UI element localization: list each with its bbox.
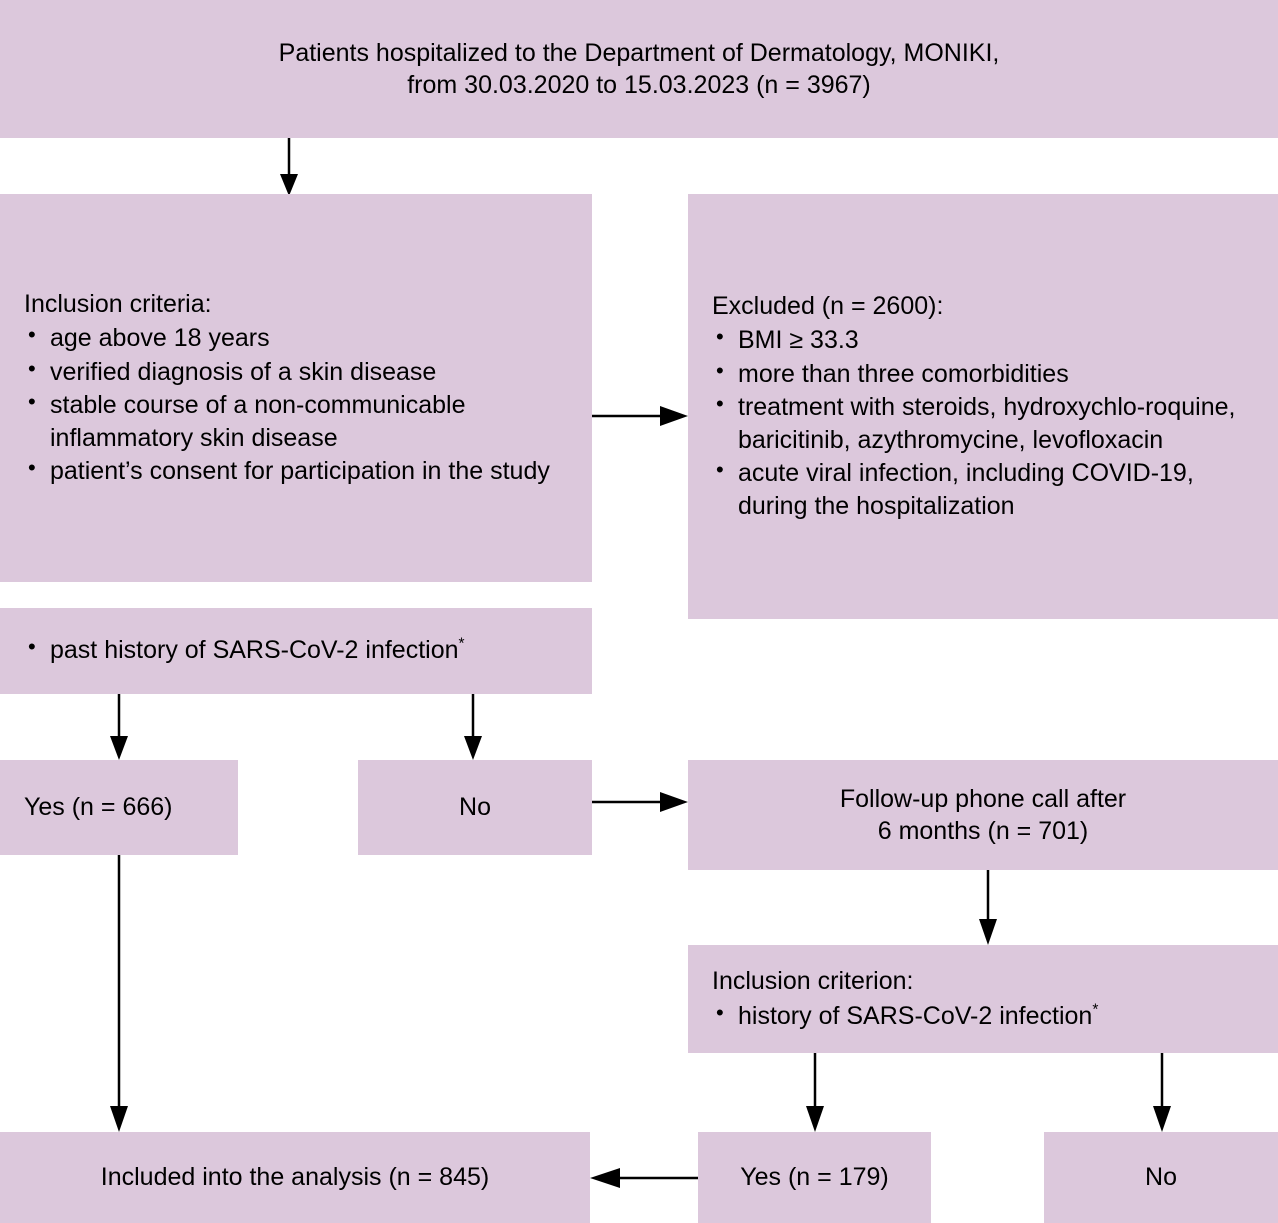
node-inclusion-criterion: Inclusion criterion: history of SARS-CoV…: [688, 945, 1278, 1053]
node-inclusion-criterion-item: history of SARS-CoV-2 infection: [738, 1001, 1093, 1030]
footnote-marker: *: [458, 635, 465, 653]
node-inclusion-criterion-content: Inclusion criterion: history of SARS-CoV…: [688, 965, 1278, 1033]
node-yes-179-label: Yes (n = 179): [740, 1163, 889, 1192]
node-no-2: No: [1044, 1132, 1278, 1223]
node-excluded: Excluded (n = 2600): BMI ≥ 33.3 more tha…: [688, 194, 1278, 619]
node-excluded-heading: Excluded (n = 2600):: [712, 291, 944, 320]
node-past-history-list: past history of SARS-CoV-2 infection*: [24, 633, 568, 667]
node-inclusion-list: age above 18 years verified diagnosis of…: [24, 321, 568, 488]
node-past-history-content: past history of SARS-CoV-2 infection*: [0, 633, 592, 668]
node-source-text: Patients hospitalized to the Department …: [0, 37, 1278, 102]
node-included-label: Included into the analysis (n = 845): [100, 1163, 490, 1192]
arrow-yes-179-to-included: [590, 1166, 698, 1190]
arrow-inclusion-criterion-to-no: [1150, 1053, 1174, 1132]
arrow-past-history-to-no: [461, 694, 485, 760]
arrow-source-to-inclusion: [277, 138, 301, 196]
node-inclusion-criterion-list: history of SARS-CoV-2 infection*: [712, 999, 1254, 1033]
arrow-past-history-to-yes: [107, 694, 131, 760]
arrow-no-to-followup: [592, 790, 688, 814]
arrow-inclusion-to-excluded: [592, 404, 688, 428]
node-followup: Follow-up phone call after 6 months (n =…: [688, 760, 1278, 870]
node-source-line1: Patients hospitalized to the Department …: [278, 38, 1000, 67]
arrow-inclusion-criterion-to-yes: [803, 1053, 827, 1132]
node-yes-666: Yes (n = 666): [0, 760, 238, 855]
list-item: verified diagnosis of a skin disease: [24, 355, 568, 389]
node-inclusion-content: Inclusion criteria: age above 18 years v…: [0, 288, 592, 489]
list-item: patient’s consent for participation in t…: [24, 454, 568, 488]
node-past-history-text: past history of SARS-CoV-2 infection: [50, 636, 459, 665]
list-item: past history of SARS-CoV-2 infection*: [24, 633, 568, 667]
node-source-line2: from 30.03.2020 to 15.03.2023 (n = 3967): [407, 71, 871, 99]
node-no-1-label: No: [459, 793, 491, 822]
list-item: acute viral infection, including COVID-1…: [712, 456, 1254, 522]
node-inclusion-heading: Inclusion criteria:: [24, 289, 212, 318]
node-followup-line2: 6 months (n = 701): [877, 817, 1089, 845]
node-excluded-content: Excluded (n = 2600): BMI ≥ 33.3 more tha…: [688, 290, 1278, 524]
node-excluded-list: BMI ≥ 33.3 more than three comorbidities…: [712, 323, 1254, 522]
node-past-history: past history of SARS-CoV-2 infection*: [0, 608, 592, 694]
node-no-2-label: No: [1145, 1163, 1177, 1192]
arrow-followup-to-inclusion-criterion: [976, 870, 1000, 945]
arrow-yes-666-to-included: [107, 855, 131, 1132]
footnote-marker: *: [1092, 1001, 1099, 1019]
list-item: treatment with steroids, hydroxychlo-roq…: [712, 390, 1254, 456]
node-followup-line1: Follow-up phone call after: [839, 784, 1127, 813]
list-item: history of SARS-CoV-2 infection*: [712, 999, 1254, 1033]
node-no-1: No: [358, 760, 592, 855]
node-source-population: Patients hospitalized to the Department …: [0, 0, 1278, 138]
list-item: more than three comorbidities: [712, 357, 1254, 391]
list-item: age above 18 years: [24, 321, 568, 355]
node-inclusion-criterion-heading: Inclusion criterion:: [712, 967, 914, 995]
node-followup-text: Follow-up phone call after 6 months (n =…: [688, 783, 1278, 848]
node-inclusion-criteria: Inclusion criteria: age above 18 years v…: [0, 194, 592, 582]
list-item: BMI ≥ 33.3: [712, 323, 1254, 357]
node-yes-179: Yes (n = 179): [698, 1132, 931, 1223]
list-item: stable course of a non-communicable infl…: [24, 388, 568, 454]
node-yes-666-label: Yes (n = 666): [24, 793, 173, 822]
node-included: Included into the analysis (n = 845): [0, 1132, 590, 1223]
